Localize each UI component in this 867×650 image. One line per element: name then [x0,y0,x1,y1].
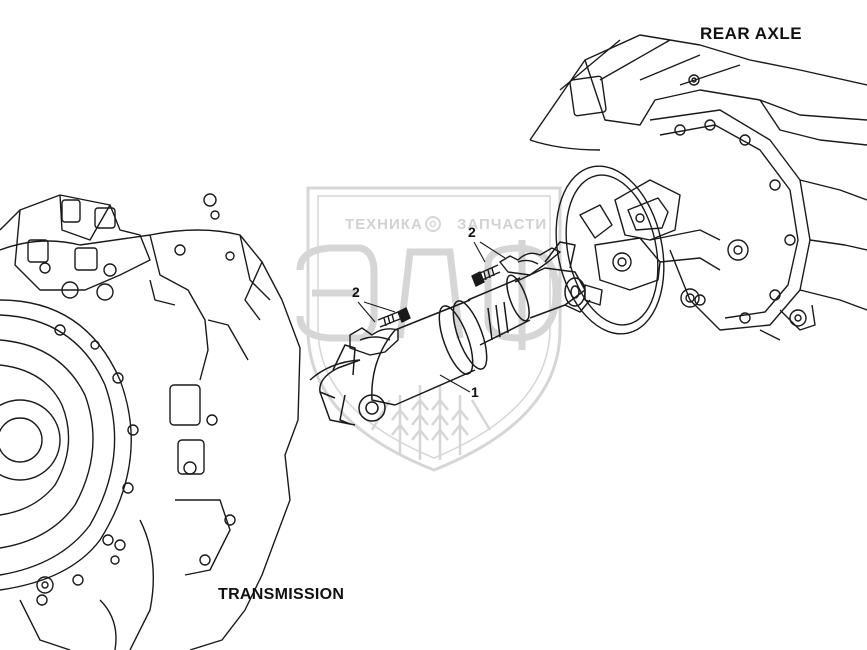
watermark-text-right: ЗАПЧАСТИ [457,216,548,233]
callout-part-1: 1 [471,384,479,400]
clamp-and-bolt-upper [471,247,561,287]
gear-icon [425,216,441,232]
callout-part-2-lower: 2 [352,284,360,300]
callout-part-2-upper: 2 [468,224,476,240]
rear-axle-label: REAR AXLE [700,24,803,43]
transmission-housing [0,193,301,650]
driveshaft-assembly [309,241,591,426]
watermark-text-left: ТЕХНИКА [345,216,423,233]
leader-lines [357,241,506,393]
rear-axle-housing [529,34,867,341]
clamp-and-bolt-lower [349,307,411,356]
watermark-shield [296,186,562,472]
transmission-label: TRANSMISSION [218,586,345,603]
